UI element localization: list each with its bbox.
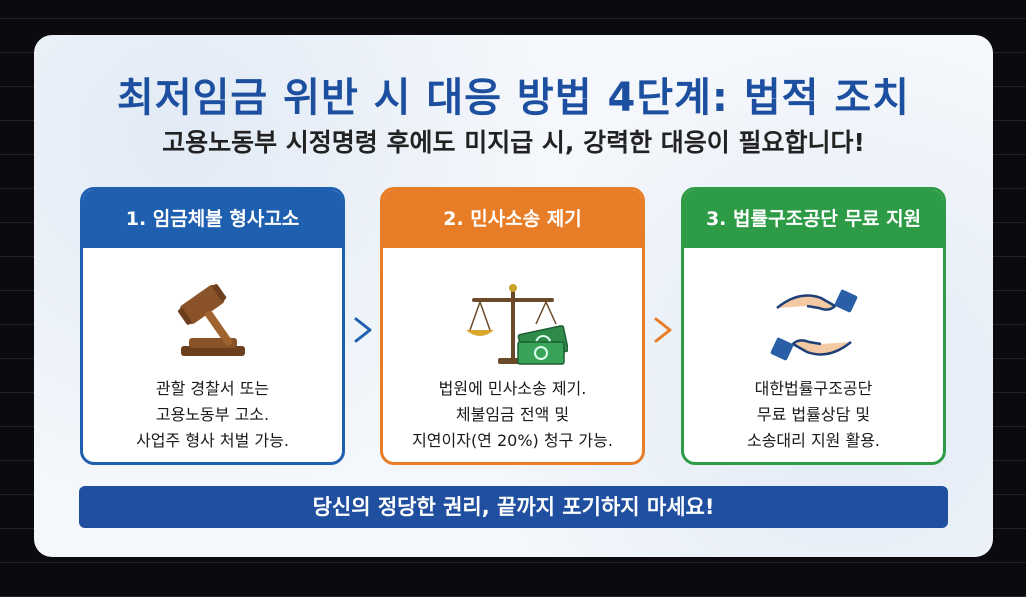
step-text-1: 관할 경찰서 또는 고용노동부 고소. 사업주 형사 처벌 가능. xyxy=(136,379,289,450)
step-card-3: 3. 법률구조공단 무료 지원 대한법률구조공단 무료 법률상담 및 소송대리 … xyxy=(681,187,946,465)
helping-hands-icon xyxy=(684,280,943,370)
step-header-2: 2. 민사소송 제기 xyxy=(383,190,642,248)
subtitle: 고용노동부 시정명령 후에도 미지급 시, 강력한 대응이 필요합니다! xyxy=(162,128,865,157)
step-card-1: 1. 임금체불 형사고소 관할 경찰서 또는 고용노동부 고소. 사업주 형사 … xyxy=(80,187,345,465)
step-header-3: 3. 법률구조공단 무료 지원 xyxy=(684,190,943,248)
arrow-right-icon xyxy=(354,317,372,343)
step-header-1: 1. 임금체불 형사고소 xyxy=(83,190,342,248)
arrow-right-icon xyxy=(654,317,672,343)
infographic-card: 최저임금 위반 시 대응 방법 4단계: 법적 조치 고용노동부 시정명령 후에… xyxy=(34,35,993,557)
step-text-3: 대한법률구조공단 무료 법률상담 및 소송대리 지원 활용. xyxy=(746,379,881,450)
step-card-2: 2. 민사소송 제기 법원에 민사소송 제기. 체불임금 전액 및 xyxy=(380,187,645,465)
gavel-icon xyxy=(83,280,342,370)
page-title: 최저임금 위반 시 대응 방법 4단계: 법적 조치 xyxy=(117,75,910,121)
scales-money-icon xyxy=(383,280,642,370)
step-text-2: 법원에 민사소송 제기. 체불임금 전액 및 지연이자(연 20%) 청구 가능… xyxy=(412,379,613,450)
call-to-action-banner: 당신의 정당한 권리, 끝까지 포기하지 마세요! xyxy=(79,486,948,528)
